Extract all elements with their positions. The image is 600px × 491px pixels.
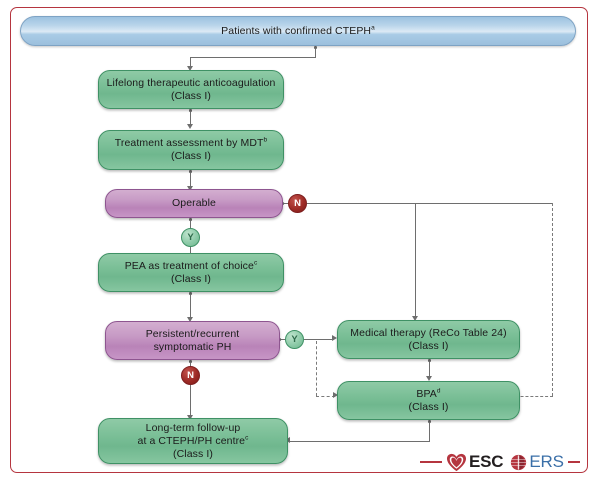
connector-n-to-followup — [190, 385, 192, 417]
badge-operable-no-label: N — [294, 198, 301, 209]
node-treatment-assessment-mdt[interactable]: Treatment assessment by MDTb (Class I) — [98, 130, 284, 170]
connector-bpa-left-to-followup — [289, 441, 430, 443]
badge-persistent-no-label: N — [187, 370, 194, 381]
node-persistent-recurrent-ph-decision[interactable]: Persistent/recurrent symptomatic PH — [105, 321, 280, 360]
connector-start-down1 — [315, 47, 317, 58]
connector-tail-bpa — [428, 420, 431, 423]
connector-n-down-to-medical — [415, 203, 417, 317]
node-anticoagulation-line2: (Class I) — [171, 89, 211, 102]
connector-start-left — [190, 57, 316, 59]
arrowhead-pea-to-persistent — [187, 317, 193, 322]
connector-operable-to-n — [282, 203, 288, 205]
badge-operable-yes[interactable]: Y — [181, 228, 200, 247]
badge-operable-yes-label: Y — [187, 232, 194, 243]
node-pea-treatment-of-choice[interactable]: PEA as treatment of choicec (Class I) — [98, 253, 284, 292]
logo-left-rule — [420, 461, 442, 463]
node-mdt-line2: (Class I) — [171, 150, 211, 162]
arrowhead-y-dashed-to-bpa — [333, 392, 338, 398]
connector-tail-operable-down — [189, 218, 192, 221]
connector-start-down2 — [190, 57, 192, 67]
node-medical-therapy[interactable]: Medical therapy (ReCo Table 24) (Class I… — [337, 320, 520, 359]
connector-medical-to-bpa — [429, 360, 431, 378]
esc-logo-text: ESC — [469, 452, 504, 471]
node-lifelong-anticoagulation[interactable]: Lifelong therapeutic anticoagulation (Cl… — [98, 70, 284, 109]
node-long-term-followup[interactable]: Long-term follow-up at a CTEPH/PH centre… — [98, 418, 288, 464]
connector-anticoag-mdt — [190, 110, 192, 126]
node-followup-line2: at a CTEPH/PH centrec — [137, 434, 249, 447]
node-bpa[interactable]: BPAd (Class I) — [337, 381, 520, 420]
arrowhead-n-to-followup — [187, 415, 193, 420]
node-pea-line2: (Class I) — [171, 272, 211, 285]
connector-persistent-to-n — [190, 361, 192, 366]
connector-operable-to-y — [190, 219, 192, 228]
node-medical-line2: (Class I) — [408, 339, 449, 352]
arrowhead-n-to-medical — [412, 316, 418, 321]
connector-tail-medical — [428, 359, 431, 362]
connector-pea-persistent — [190, 293, 192, 319]
heart-icon — [446, 453, 467, 472]
node-pea-line1: PEA as treatment of choicec — [124, 259, 258, 272]
node-bpa-line1: BPAd — [416, 387, 441, 400]
node-anticoagulation-line1: Lifelong therapeutic anticoagulation — [106, 76, 276, 89]
connector-mdt-operable — [190, 171, 192, 188]
connector-bpa-down — [429, 421, 431, 442]
connector-y-to-medical — [304, 339, 334, 341]
badge-persistent-yes[interactable]: Y — [285, 330, 304, 349]
arrowhead-start-to-anticoagulation — [187, 66, 193, 71]
node-followup-line3: (Class I) — [173, 447, 213, 460]
society-logos: ESC ERS — [420, 447, 580, 477]
connector-n-right — [307, 203, 552, 205]
badge-persistent-no[interactable]: N — [181, 366, 200, 385]
ers-logo-text: ERS — [529, 452, 564, 471]
connector-tail-anticoag — [189, 109, 192, 112]
connector-tail-pea — [189, 292, 192, 295]
connector-tail-mdt — [189, 170, 192, 173]
badge-operable-no[interactable]: N — [288, 194, 307, 213]
connector-y-dashed-down — [316, 341, 317, 396]
arrowhead-y-to-medical — [332, 335, 337, 341]
connector-persistent-to-y — [279, 339, 285, 341]
connector-y-dashed-right — [316, 396, 335, 397]
connector-n-dashed-down-to-bpa — [552, 203, 553, 396]
node-medical-line1: Medical therapy (ReCo Table 24) — [350, 326, 507, 339]
connector-tail-persistent-down — [189, 360, 192, 363]
lung-globe-icon — [510, 454, 527, 471]
node-start-label: Patients with confirmed CTEPHa — [221, 24, 375, 37]
logo-right-rule — [567, 461, 580, 463]
node-operable-label: Operable — [172, 197, 216, 209]
node-bpa-line2: (Class I) — [408, 400, 449, 413]
badge-persistent-yes-label: Y — [291, 334, 298, 345]
connector-y-to-pea — [190, 247, 192, 257]
node-operable-decision[interactable]: Operable — [105, 189, 283, 218]
node-patients-with-confirmed-cteph[interactable]: Patients with confirmed CTEPHa — [20, 16, 576, 46]
node-followup-line1: Long-term follow-up — [145, 421, 241, 434]
arrowhead-anticoag-to-mdt — [187, 124, 193, 129]
arrowhead-mdt-to-operable — [187, 186, 193, 191]
node-persistent-line1: Persistent/recurrent — [145, 327, 240, 340]
arrowhead-medical-to-bpa — [426, 376, 432, 381]
node-persistent-line2: symptomatic PH — [153, 340, 232, 353]
node-mdt-line1: Treatment assessment by MDTb — [114, 136, 268, 149]
connector-n-dashed-left-to-bpa — [496, 396, 553, 397]
connector-tail-start — [314, 46, 317, 49]
